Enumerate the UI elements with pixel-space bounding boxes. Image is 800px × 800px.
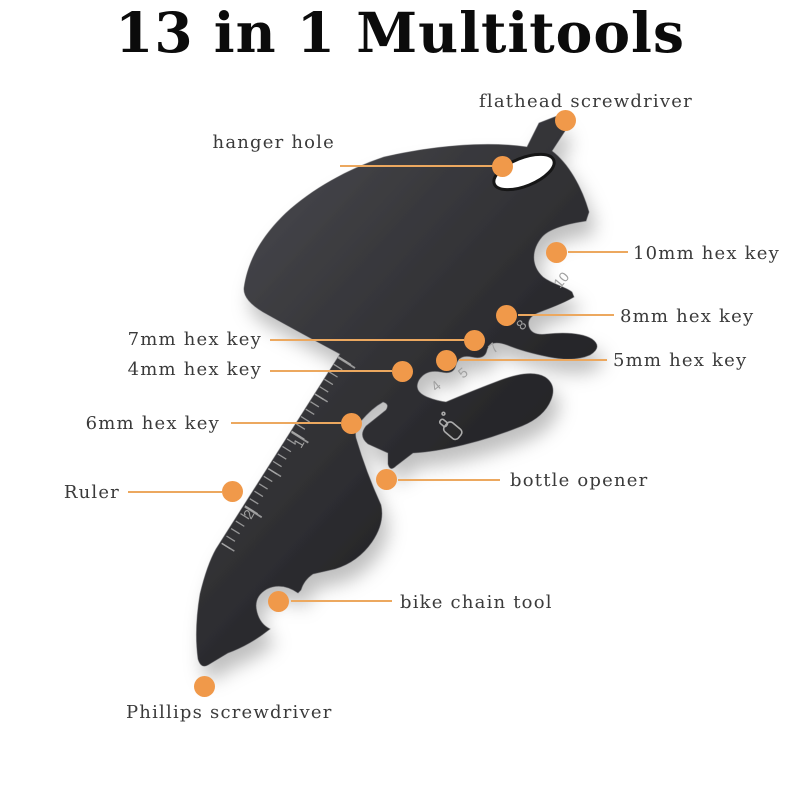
hanger-label: hanger hole [212, 132, 335, 153]
hex4-marker-dot [392, 361, 413, 382]
bottle-leader-line [398, 479, 500, 481]
phillips-label: Phillips screwdriver [126, 702, 333, 723]
hex6-label: 6mm hex key [85, 413, 220, 434]
hex7-leader-line [270, 339, 464, 341]
phillips-marker-dot [194, 676, 215, 697]
engraving-4: 4 [428, 377, 444, 394]
ruler-label: Ruler [63, 482, 120, 503]
bottle-marker-dot [376, 469, 397, 490]
hex8-label: 8mm hex key [620, 306, 755, 327]
flathead-label: flathead screwdriver [479, 91, 693, 112]
bottle-icon [438, 411, 463, 441]
hex4-label: 4mm hex key [127, 359, 262, 380]
ruler-marker-dot [222, 481, 243, 502]
hex8-marker-dot [496, 305, 517, 326]
hex10-label: 10mm hex key [633, 243, 781, 264]
hanger-leader-line [340, 165, 496, 167]
hex6-marker-dot [341, 413, 362, 434]
hex7-label: 7mm hex key [127, 329, 262, 350]
hanger-hole-opening [492, 152, 556, 192]
hanger-marker-dot [492, 156, 513, 177]
hex5-marker-dot [436, 350, 457, 371]
multitool-body-group [195, 115, 598, 667]
hex10-marker-dot [546, 242, 567, 263]
multitool-body [195, 115, 598, 667]
hex4-leader-line [270, 370, 392, 372]
hex10-leader-line [568, 251, 628, 253]
hex7-marker-dot [464, 330, 485, 351]
page-title: 13 in 1 Multitools [115, 0, 685, 65]
bottle-label: bottle opener [510, 470, 649, 491]
hex8-leader-line [518, 314, 614, 316]
ruler-leader-line [128, 491, 222, 493]
flathead-marker-dot [555, 110, 576, 131]
chain-label: bike chain tool [400, 592, 553, 613]
chain-marker-dot [268, 591, 289, 612]
hex5-leader-line [459, 359, 607, 361]
engraving-5: 5 [455, 364, 471, 381]
hex5-label: 5mm hex key [613, 350, 748, 371]
chain-leader-line [291, 600, 392, 602]
hex6-leader-line [231, 422, 341, 424]
